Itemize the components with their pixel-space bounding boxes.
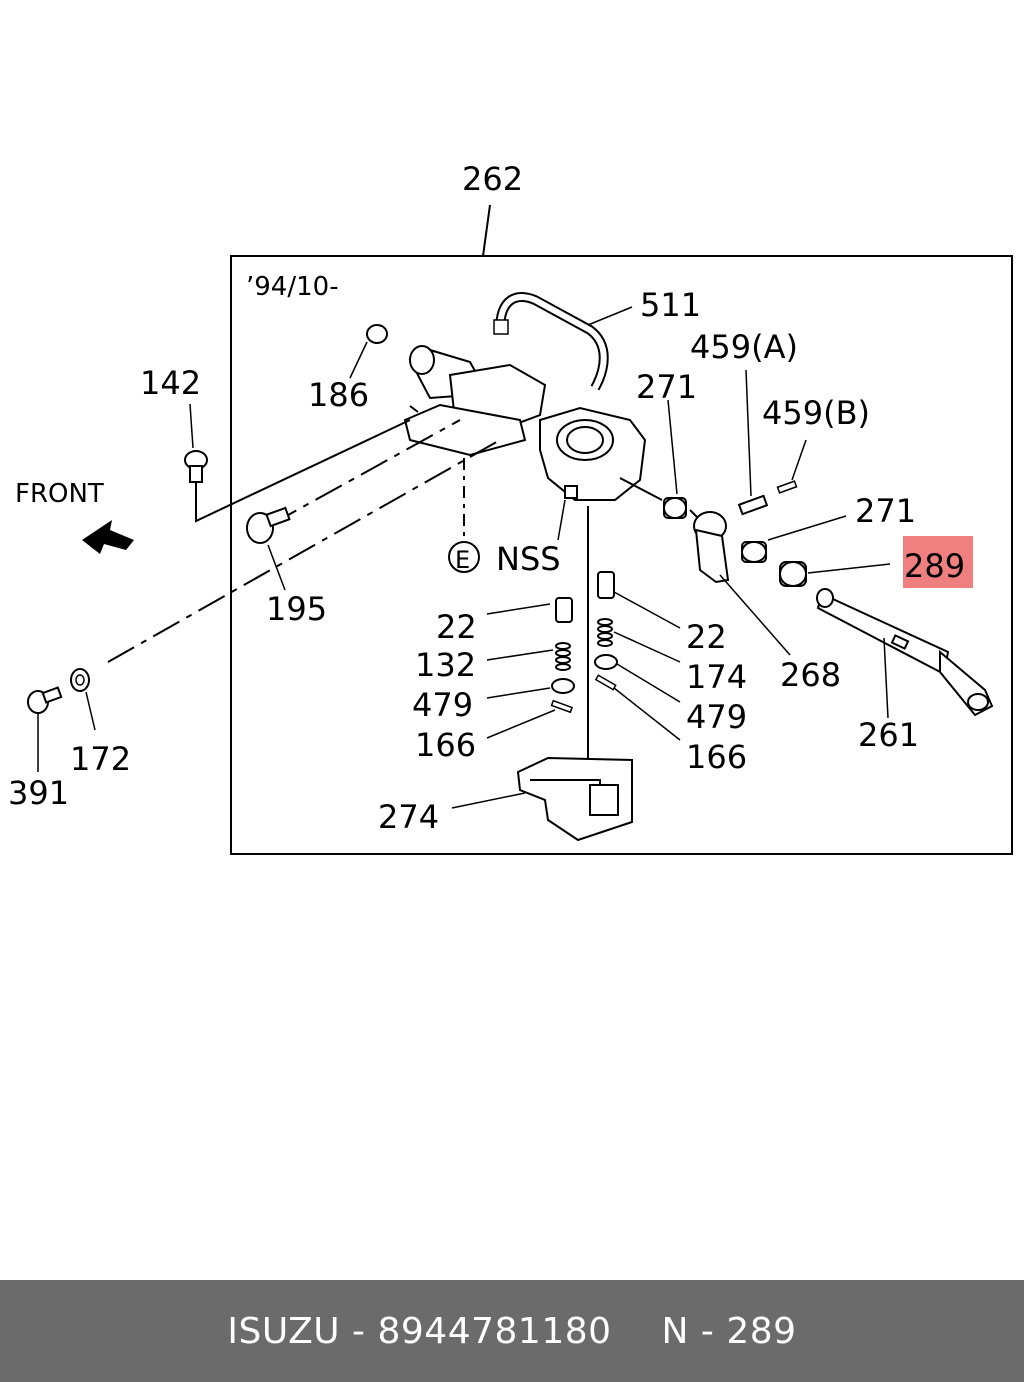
spring-132: [555, 642, 571, 671]
callout-22-b[interactable]: 22: [686, 618, 727, 656]
callout-459a[interactable]: 459(A): [690, 328, 798, 366]
footer-ref-label: N - 289: [661, 1310, 797, 1352]
callout-511[interactable]: 511: [640, 286, 701, 324]
callout-262[interactable]: 262: [462, 160, 523, 198]
callout-268[interactable]: 268: [780, 656, 841, 694]
footer-brand: ISUZU: [227, 1310, 341, 1352]
spring-174: [597, 618, 613, 647]
callout-289-highlight: [903, 536, 973, 588]
callout-271-a[interactable]: 271: [636, 368, 697, 406]
ball-479-b: [594, 654, 618, 670]
bushing-289: [779, 561, 807, 587]
callout-172[interactable]: 172: [70, 740, 131, 778]
bracket-274: [516, 756, 633, 842]
footer-bar: ISUZU - 8944781180 N - 289: [0, 1280, 1024, 1382]
footer-separator: -: [340, 1310, 378, 1352]
bushing-271-a: [663, 497, 687, 519]
bolt-391: [27, 686, 63, 714]
pin-459a: [737, 494, 769, 516]
circle-e-marker: [448, 541, 480, 573]
callout-186[interactable]: 186: [308, 376, 369, 414]
date-code: ’94/10-: [246, 272, 339, 302]
footer-part-number: 8944781180: [377, 1310, 612, 1352]
callout-261[interactable]: 261: [858, 716, 919, 754]
circle-e-label: E: [455, 546, 470, 574]
parts-diagram: 262 ’94/10- FRONT 511 186 142 E NSS: [8, 160, 1013, 855]
diagram-frame: [230, 255, 1013, 855]
callout-142[interactable]: 142: [140, 364, 201, 402]
callout-174[interactable]: 174: [686, 658, 747, 696]
pin-166-b: [594, 674, 617, 691]
callout-195[interactable]: 195: [266, 590, 327, 628]
plunger-22-a: [555, 597, 573, 623]
pin-459b: [776, 480, 798, 494]
callout-274[interactable]: 274: [378, 798, 439, 836]
bolt-195: [246, 506, 291, 544]
callout-166-a[interactable]: 166: [415, 726, 476, 764]
callout-459b[interactable]: 459(B): [762, 394, 870, 432]
callout-289[interactable]: 289: [904, 547, 965, 585]
front-arrow-icon: [82, 520, 134, 554]
callout-132[interactable]: 132: [415, 646, 476, 684]
callout-166-b[interactable]: 166: [686, 738, 747, 776]
pin-166-a: [550, 699, 574, 714]
callout-479-b[interactable]: 479: [686, 698, 747, 736]
cap-186: [366, 324, 388, 344]
plunger-22-b: [597, 571, 615, 599]
callout-479-a[interactable]: 479: [412, 686, 473, 724]
ball-479-a: [551, 678, 575, 694]
shaft-261: [816, 588, 994, 717]
callout-391[interactable]: 391: [8, 774, 69, 812]
callout-22-a[interactable]: 22: [436, 608, 477, 646]
bushing-271-b: [741, 541, 767, 563]
front-label: FRONT: [15, 479, 104, 509]
bolt-142: [184, 450, 208, 483]
shift-housing: [403, 345, 647, 501]
lever-268: [693, 511, 730, 584]
nss-label: NSS: [496, 540, 561, 578]
callout-271-b[interactable]: 271: [855, 492, 916, 530]
